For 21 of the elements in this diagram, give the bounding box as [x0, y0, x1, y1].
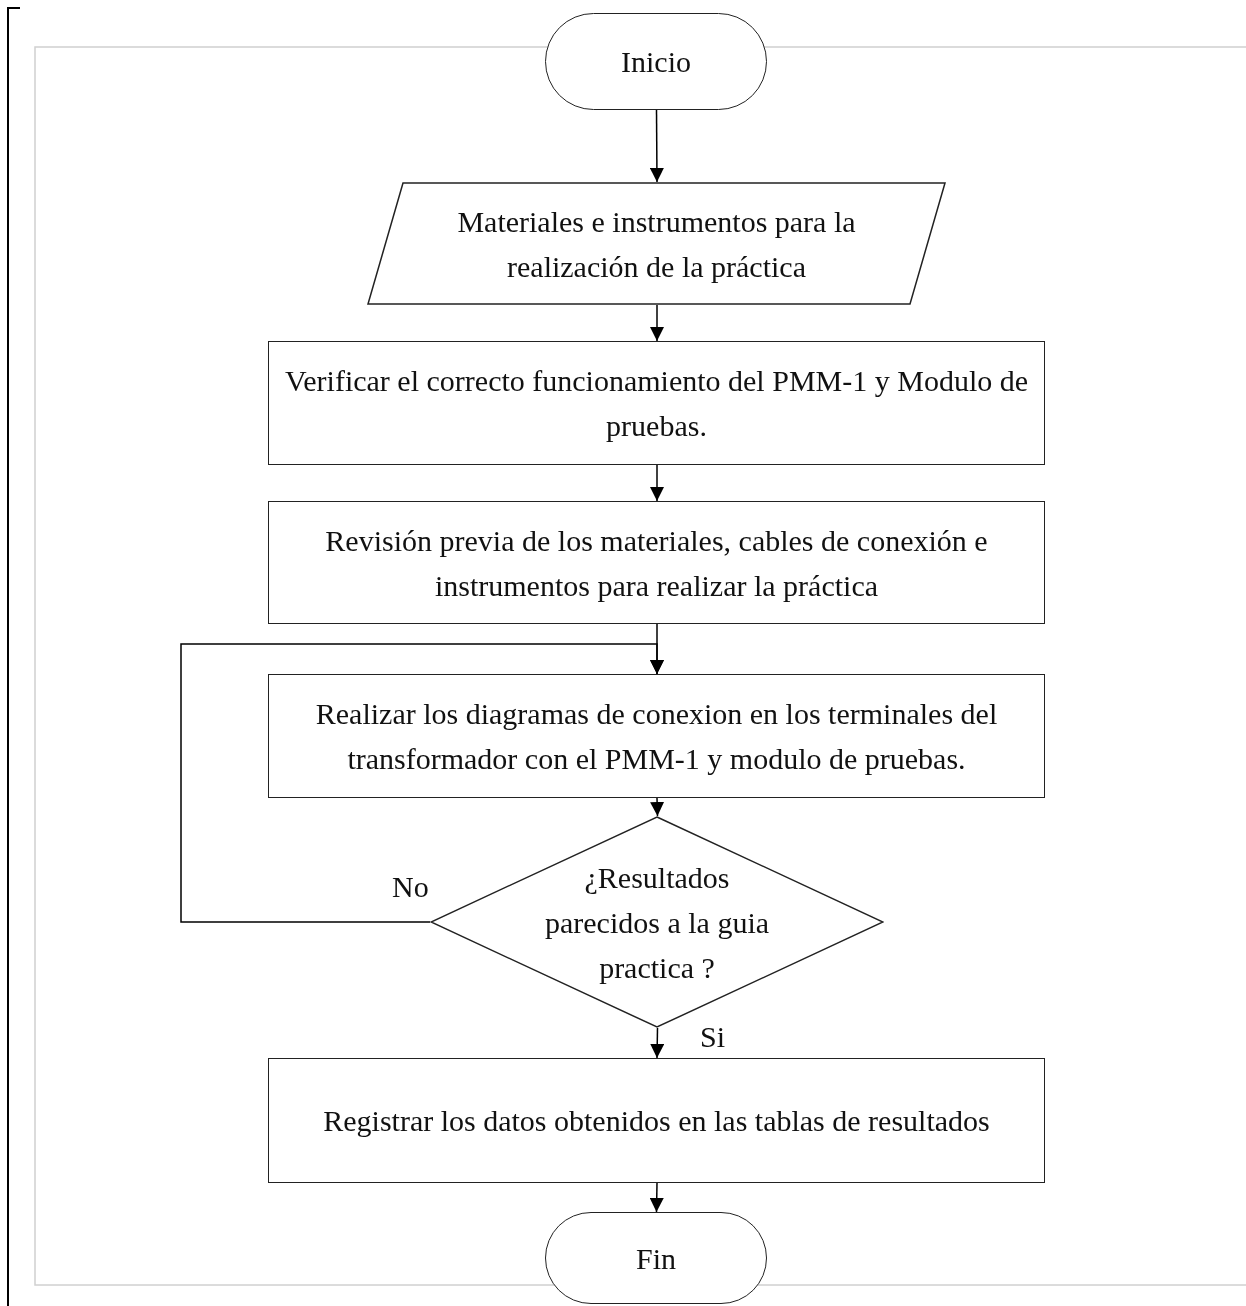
node-text: Inicio	[621, 44, 691, 80]
node-text: Realizar los diagramas de conexion en los terminales del transformador con el PMM-1 y modulo de pruebas.	[314, 696, 999, 777]
node-text: Verificar el correcto funcionamiento del PMM-1 y Modulo de pruebas.	[283, 363, 1030, 444]
node-text: Materiales e instrumentos para la realización de la práctica	[456, 203, 857, 285]
process-box	[268, 674, 1045, 798]
arrow	[650, 797, 665, 817]
arrow	[180, 643, 664, 923]
node-text: Revisión previa de los materiales, cables de conexión e instrumentos para realizar la práctica	[324, 522, 989, 604]
arrow	[650, 464, 664, 502]
node-text: ¿Resultados parecidos a la guia practica ?	[543, 859, 771, 986]
process-box	[268, 501, 1045, 624]
input-parallelogram	[367, 182, 946, 305]
process-box	[268, 341, 1045, 465]
decision-diamond	[430, 816, 884, 1028]
node-text: Fin	[636, 1240, 676, 1277]
arrow	[650, 1027, 665, 1059]
arrow	[650, 304, 664, 342]
process-box	[268, 1058, 1045, 1183]
arrow	[649, 1182, 664, 1213]
node-text: Registrar los datos obtenidos en las tablas de resultados	[323, 1103, 990, 1139]
arrow	[649, 109, 664, 183]
